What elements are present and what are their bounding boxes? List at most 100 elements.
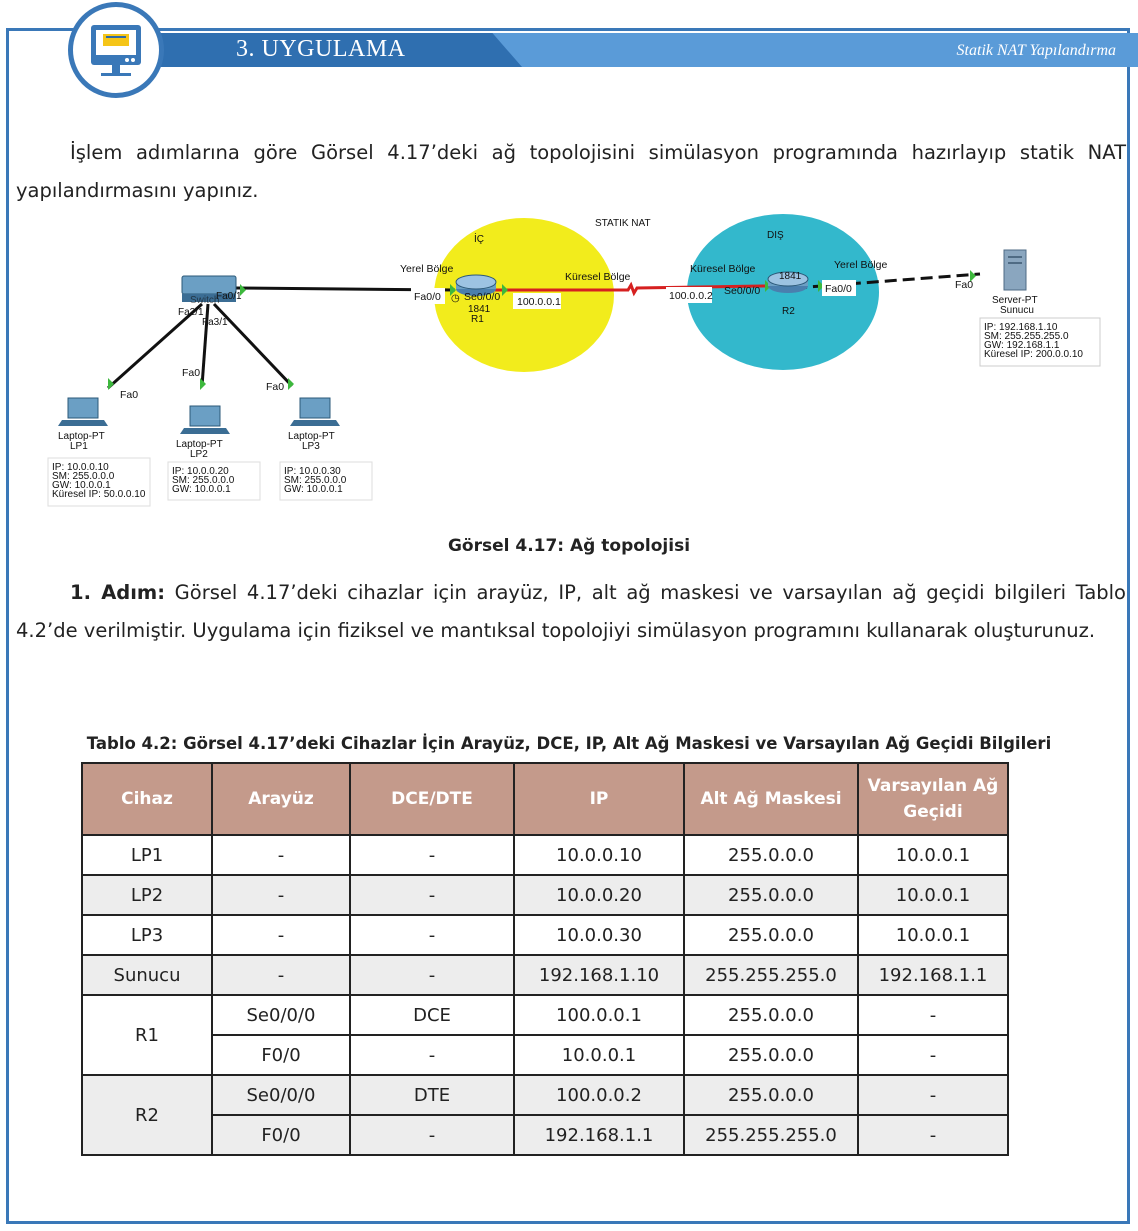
cell: - <box>349 874 515 916</box>
table-row: LP2 - - 10.0.0.20 255.0.0.0 10.0.0.1 <box>81 874 1009 916</box>
link-up-icon <box>450 284 456 296</box>
figure-caption: Görsel 4.17: Ağ topolojisi <box>447 536 691 556</box>
r2-ip: 100.0.0.2 <box>669 290 713 302</box>
switch-icon <box>181 275 237 302</box>
cell: R1 <box>81 994 213 1076</box>
lp1-port: Fa0 <box>120 389 138 401</box>
cell: R2 <box>81 1074 213 1156</box>
table-row: R1 Se0/0/0 DCE 100.0.0.1 255.0.0.0 - <box>81 994 1009 1076</box>
lp2-info: IP: 10.0.0.20 <box>172 466 229 477</box>
cell: 100.0.0.1 <box>513 994 685 1036</box>
r2-global-label: Küresel Bölge <box>690 263 756 275</box>
column-header: Arayüz <box>211 762 351 836</box>
cell: 10.0.0.20 <box>513 874 685 916</box>
cell: 255.0.0.0 <box>683 994 859 1036</box>
table-row: LP1 - - 10.0.0.10 255.0.0.0 10.0.0.1 <box>81 834 1009 876</box>
cell: 255.255.255.0 <box>683 1114 859 1156</box>
step1-label: 1. Adım: <box>70 581 166 604</box>
cell: 10.0.0.1 <box>857 874 1009 916</box>
link-up-icon <box>502 284 508 296</box>
cell: - <box>211 954 351 996</box>
lp2-port: Fa0 <box>182 367 200 379</box>
r1-ip: 100.0.0.1 <box>517 296 561 308</box>
computer-screen-icon <box>68 2 164 98</box>
cell: - <box>857 994 1009 1036</box>
r2-fa-port: Fa0/0 <box>825 283 852 295</box>
r2-se-port: Se0/0/0 <box>724 285 760 297</box>
cell: - <box>211 914 351 956</box>
cell: 255.0.0.0 <box>683 1074 859 1116</box>
server-info: Küresel IP: 200.0.0.10 <box>984 349 1083 360</box>
cell: 192.168.1.1 <box>857 954 1009 996</box>
switch-port-lp1: Fa2/1 <box>178 307 204 318</box>
clock-icon: ◷ <box>451 293 460 304</box>
step1-text: Görsel 4.17’deki cihazlar için arayüz, I… <box>16 581 1126 642</box>
cell: - <box>211 834 351 876</box>
cell: 255.0.0.0 <box>683 914 859 956</box>
r1-global-label: Küresel Bölge <box>565 271 631 283</box>
cell: F0/0 <box>211 1034 351 1076</box>
link-switch-lp3 <box>212 302 294 388</box>
link-up-icon <box>818 280 824 292</box>
cell: 192.168.1.1 <box>513 1114 685 1156</box>
r1-fa-port: Fa0/0 <box>414 291 441 303</box>
link-switch-lp2 <box>200 303 210 387</box>
lp1-type: Laptop-PT <box>58 431 105 442</box>
link-up-icon <box>970 270 976 282</box>
network-topology-figure: STATIK NAT İÇ DIŞ Switch Fa0/1 Fa2/1 Fa3… <box>47 214 1101 507</box>
header-title: 3. UYGULAMA <box>236 36 406 62</box>
cell: Sunucu <box>81 954 213 996</box>
laptop-icon <box>58 397 108 426</box>
server-type: Server-PT <box>992 295 1038 306</box>
table-row: F0/0 - 192.168.1.1 255.255.255.0 - <box>82 1114 1009 1156</box>
lp3-name: LP3 <box>302 441 320 452</box>
column-header: Alt Ağ Maskesi <box>683 762 859 836</box>
server-icon <box>1003 249 1027 291</box>
cell: DTE <box>349 1074 515 1116</box>
router-r1-icon <box>455 274 497 296</box>
switch-name: Switch <box>190 295 219 306</box>
table-header-row: Cihaz Arayüz DCE/DTE IP Alt Ağ Maskesi V… <box>81 762 1009 836</box>
serial-link-r1-r2 <box>495 281 766 297</box>
cell: LP2 <box>81 874 213 916</box>
column-header: Varsayılan Ağ Geçidi <box>857 762 1009 836</box>
header-tab <box>152 33 522 67</box>
server-port: Fa0 <box>955 279 973 291</box>
r2-name: R2 <box>782 306 795 317</box>
table-row: LP3 - - 10.0.0.30 255.0.0.0 10.0.0.1 <box>81 914 1009 956</box>
column-header: IP <box>513 762 685 836</box>
cell: DCE <box>349 994 515 1036</box>
cell: - <box>349 1114 515 1156</box>
cell: 10.0.0.1 <box>857 834 1009 876</box>
outside-zone-label: DIŞ <box>767 230 784 241</box>
lp3-port: Fa0 <box>266 381 284 393</box>
lp1-name: LP1 <box>70 441 88 452</box>
cell: Se0/0/0 <box>211 994 351 1036</box>
link-switch-lp1 <box>107 302 203 390</box>
server-name: Sunucu <box>1000 305 1034 316</box>
cell: - <box>349 1034 515 1076</box>
lp1-info: SM: 255.0.0.0 <box>52 471 115 482</box>
link-r2-server <box>794 272 981 290</box>
cell: 10.0.0.1 <box>857 914 1009 956</box>
lp2-name: LP2 <box>190 449 208 460</box>
cell: 100.0.0.2 <box>513 1074 685 1116</box>
server-info: GW: 192.168.1.1 <box>984 340 1060 351</box>
cell: - <box>211 874 351 916</box>
link-up-icon <box>240 284 246 296</box>
cell: 255.0.0.0 <box>683 874 859 916</box>
device-config-table: Cihaz Arayüz DCE/DTE IP Alt Ağ Maskesi V… <box>81 762 1009 1156</box>
table-title: Tablo 4.2: Görsel 4.17’deki Cihazlar İçi… <box>86 734 1052 753</box>
table-row: F0/0 - 10.0.0.1 255.0.0.0 - <box>82 1034 1009 1076</box>
cell: - <box>349 834 515 876</box>
column-header: DCE/DTE <box>349 762 515 836</box>
cell: LP3 <box>81 914 213 956</box>
lp1-info: Küresel IP: 50.0.0.10 <box>52 489 146 500</box>
cell: 255.0.0.0 <box>683 834 859 876</box>
server-info: IP: 192.168.1.10 <box>984 322 1058 333</box>
cell: - <box>349 914 515 956</box>
cell: - <box>857 1034 1009 1076</box>
lp2-type: Laptop-PT <box>176 439 223 450</box>
cell: 10.0.0.30 <box>513 914 685 956</box>
link-up-icon <box>108 378 114 390</box>
